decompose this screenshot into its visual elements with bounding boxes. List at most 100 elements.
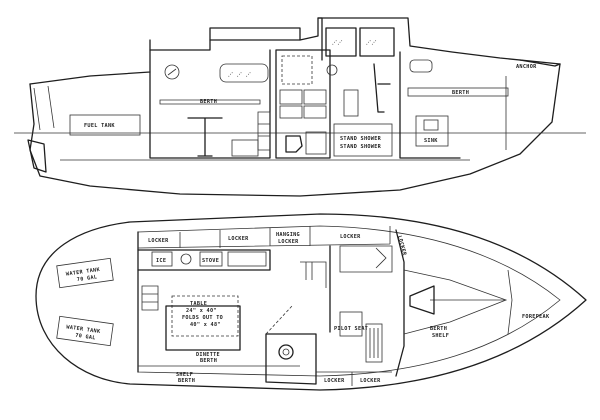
- profile-sheer-line: [29, 17, 561, 85]
- profile-shower-label-2: STAND SHOWER: [340, 144, 382, 150]
- profile-toilet: [285, 135, 303, 153]
- plan-ice-label: ICE: [156, 258, 166, 264]
- profile-salon-box: [149, 49, 271, 159]
- plan-hanging-locker: HANGING: [276, 232, 300, 238]
- profile-cabin-top: [149, 17, 323, 61]
- profile-fuel-tank-label: FUEL TANK: [84, 123, 115, 129]
- profile-berth-shelf: [159, 99, 261, 105]
- profile-sink-label: SINK: [424, 138, 438, 144]
- plan-inner-liner: [137, 225, 561, 377]
- profile-helm-seat: [373, 63, 391, 113]
- plan-locker-bottom-2: LOCKER: [360, 378, 381, 384]
- plan-dinette-seat: [165, 305, 241, 351]
- profile-galley-cab-2: [303, 89, 327, 105]
- plan-stove: [199, 251, 223, 267]
- profile-pilothouse-marks-2: ⋰⋰: [366, 39, 377, 46]
- plan-shelf-sub: BERTH: [178, 378, 195, 384]
- profile-fuel-tank: [69, 114, 141, 136]
- profile-fwd-cabin-box: [399, 51, 461, 159]
- profile-fwd-berth-label: BERTH: [452, 90, 469, 96]
- profile-stem: [519, 59, 561, 67]
- plan-locker-2: LOCKER: [228, 236, 249, 242]
- plan-stbd-locker: [339, 245, 393, 273]
- plan-dinette-table: [171, 295, 239, 337]
- profile-galley-cab-4: [303, 105, 327, 119]
- plan-water-tank-port-cap: 70 GAL: [77, 274, 98, 283]
- profile-porthole-1-mark: [167, 68, 177, 76]
- plan-stbd-locker-step: [375, 247, 387, 269]
- plan-hanging-locker-2: LOCKER: [278, 239, 299, 245]
- plan-dinette-sub: BERTH: [200, 358, 217, 364]
- plan-stbd-locker-label: LOCKER: [396, 235, 407, 257]
- profile-galley-cabinet: [257, 111, 271, 151]
- plan-locker-bottom-1: LOCKER: [324, 378, 345, 384]
- plan-shelf-label: SHELF: [176, 372, 193, 378]
- plan-toilet: [278, 344, 294, 360]
- profile-shower: [333, 123, 393, 157]
- profile-fwd-port: [409, 59, 433, 73]
- profile-fwd-cabinet: [415, 115, 449, 147]
- profile-anchor-label: ANCHOR: [516, 64, 537, 70]
- plan-pilot-console-lines: [369, 328, 379, 358]
- profile-transom: [33, 85, 55, 131]
- profile-galley-cab-1: [279, 89, 303, 105]
- plan-galley-cab: [227, 251, 267, 267]
- plan-stove-label: STOVE: [202, 258, 219, 264]
- plan-pilot-seat: [339, 311, 363, 337]
- plan-dinette-label: DINETTE: [196, 352, 220, 358]
- profile-window-marks: ⋰ ⋰ ⋰: [228, 71, 251, 78]
- plan-water-tank-stbd-label: WATER TANK: [66, 324, 101, 335]
- profile-seat: [231, 139, 259, 157]
- plan-fwd-bulkhead-2: [507, 269, 513, 335]
- profile-view: FUEL TANK BERTH ⋰ ⋰ ⋰ ⋰⋰ ⋰⋰ STAND SHOWER: [14, 17, 586, 197]
- plan-pilot-console: [365, 323, 383, 363]
- plan-galley-counter: [137, 249, 271, 271]
- plan-vberth-filler: [409, 285, 435, 315]
- profile-pilothouse-window-1: [325, 27, 357, 57]
- plan-table-label: TABLE: [190, 301, 207, 307]
- plan-head-door: [265, 305, 293, 335]
- profile-fwd-berth: [407, 87, 509, 97]
- profile-head-hatch: [281, 55, 313, 85]
- plan-vberth-outline: [403, 269, 508, 335]
- plan-toilet-seat: [282, 348, 290, 356]
- profile-hull-bottom: [29, 63, 561, 197]
- profile-salon-window: [219, 63, 269, 83]
- plan-top-locker-row: [137, 226, 391, 249]
- plan-pilot-seat-label: PILOT SEAT: [334, 326, 368, 332]
- plan-locker-3: LOCKER: [340, 234, 361, 240]
- plan-forepeak-label: FOREPEAK: [522, 314, 550, 320]
- plan-sink-1: [180, 253, 192, 265]
- plan-berth-fwd-sub: SHELF: [432, 333, 449, 339]
- plan-table-folds: FOLDS OUT TO: [182, 315, 223, 321]
- profile-pilothouse-marks-1: ⋰⋰: [332, 39, 343, 46]
- plan-companion-steps: [141, 285, 159, 311]
- profile-pilothouse-window-2: [359, 27, 395, 57]
- profile-porthole-2: [326, 64, 338, 76]
- profile-rudder: [27, 139, 47, 173]
- plan-steps: [300, 261, 327, 288]
- plan-bottom-locker-row: [316, 371, 392, 386]
- plan-table-size: 24" x 40": [186, 308, 217, 314]
- plan-hull-outline: [35, 213, 587, 391]
- profile-helm-console: [343, 89, 359, 117]
- plan-water-tank-stbd: WATER TANK 70 GAL: [56, 315, 114, 347]
- profile-porthole-1: [164, 64, 180, 80]
- profile-sink-box: [423, 119, 439, 131]
- profile-vanity: [305, 131, 327, 155]
- plan-head-compartment: [265, 333, 317, 385]
- profile-berth-label: BERTH: [200, 99, 217, 105]
- profile-dinette-table: [187, 117, 223, 157]
- plan-ice-box: [151, 251, 173, 267]
- profile-galley-cab-3: [279, 105, 303, 119]
- plan-water-tank-port: WATER TANK 70 GAL: [56, 257, 114, 289]
- plan-locker-1: LOCKER: [148, 238, 169, 244]
- profile-head-box: [275, 49, 331, 159]
- plan-water-tank-port-label: WATER TANK: [66, 267, 101, 278]
- plan-water-tank-stbd-cap: 70 GAL: [75, 333, 96, 342]
- plan-table-folds-2: 40" x 48": [190, 322, 221, 328]
- profile-shower-label: STAND SHOWER: [340, 136, 382, 142]
- plan-berth-fwd-label: BERTH: [430, 326, 447, 332]
- plan-fwd-bulkhead: [395, 229, 405, 377]
